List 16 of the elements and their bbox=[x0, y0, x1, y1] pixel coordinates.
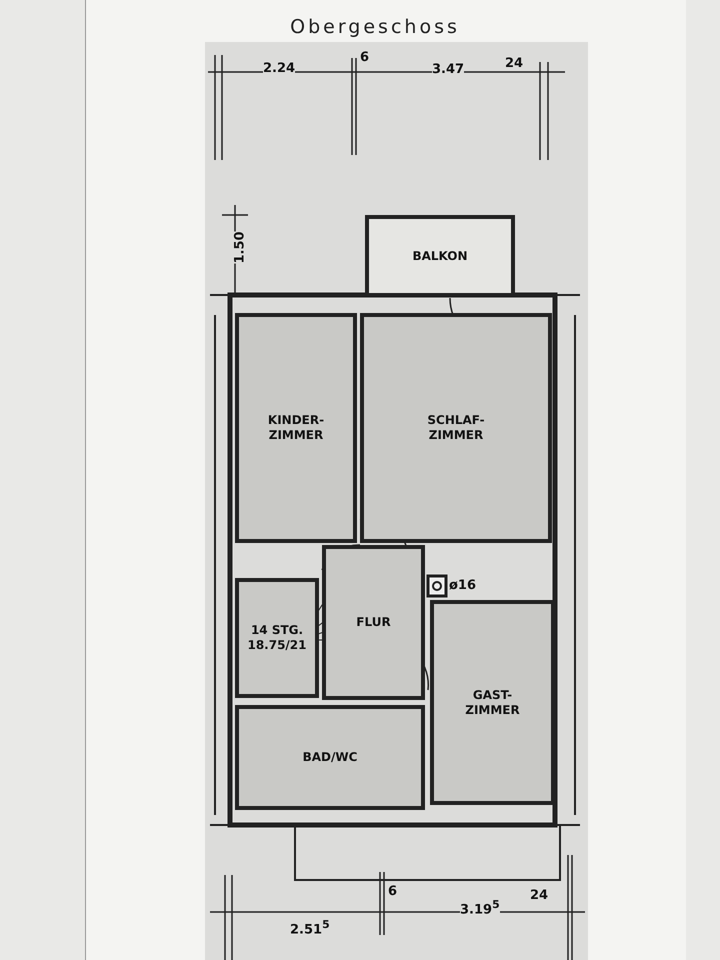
room-area bbox=[360, 313, 552, 543]
room-label: BALKON bbox=[412, 248, 468, 264]
hallway-area bbox=[322, 545, 425, 700]
room-label: GAST- ZIMMER bbox=[464, 688, 521, 718]
bathroom-area bbox=[235, 705, 425, 810]
dimension-label: 2.24 bbox=[263, 61, 296, 76]
room-label: FLUR bbox=[356, 615, 391, 630]
room-label: 14 STG. 18.75/21 bbox=[246, 623, 308, 653]
diameter-label: ø16 bbox=[449, 578, 476, 593]
room-area bbox=[430, 600, 555, 805]
staircase-area bbox=[235, 578, 319, 698]
room-area bbox=[235, 313, 357, 543]
room-label: SCHLAF- ZIMMER bbox=[426, 413, 486, 443]
room-label: KINDER- ZIMMER bbox=[266, 413, 326, 443]
title: Obergeschoss bbox=[289, 16, 461, 38]
room-label: BAD/WC bbox=[302, 750, 358, 765]
